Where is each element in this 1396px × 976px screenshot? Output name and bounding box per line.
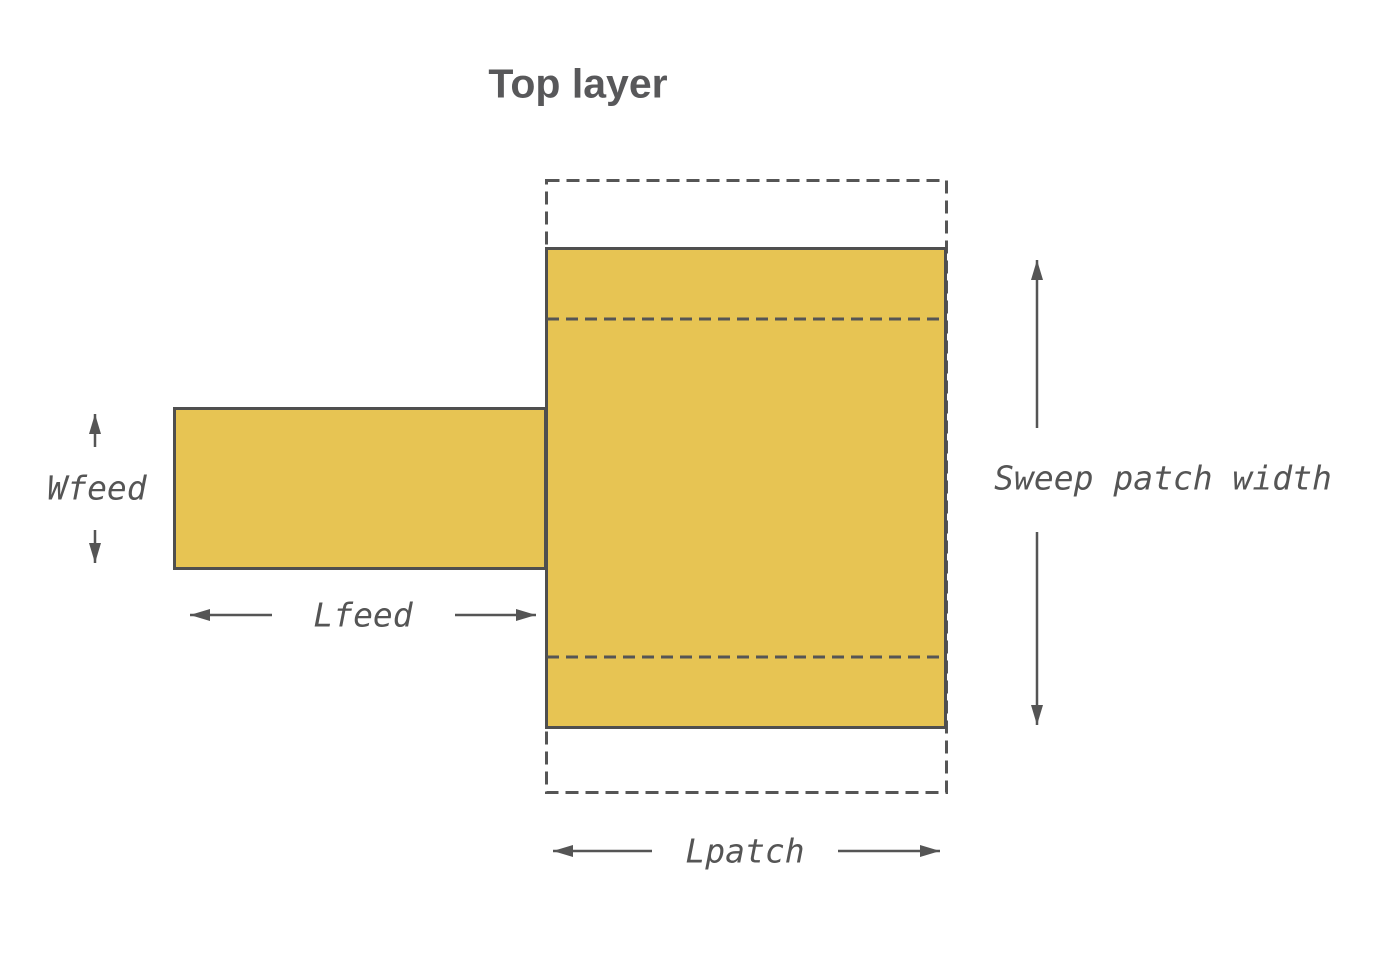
- lpatch-label: Lpatch: [685, 831, 805, 871]
- feed-rect: [173, 407, 547, 570]
- wfeed-label: Wfeed: [47, 468, 147, 508]
- lfeed-label: Lfeed: [313, 595, 413, 635]
- sweep-patch-width-label: Sweep patch width: [994, 458, 1332, 498]
- page-title: Top layer: [488, 60, 668, 107]
- patch-rect: [545, 247, 947, 729]
